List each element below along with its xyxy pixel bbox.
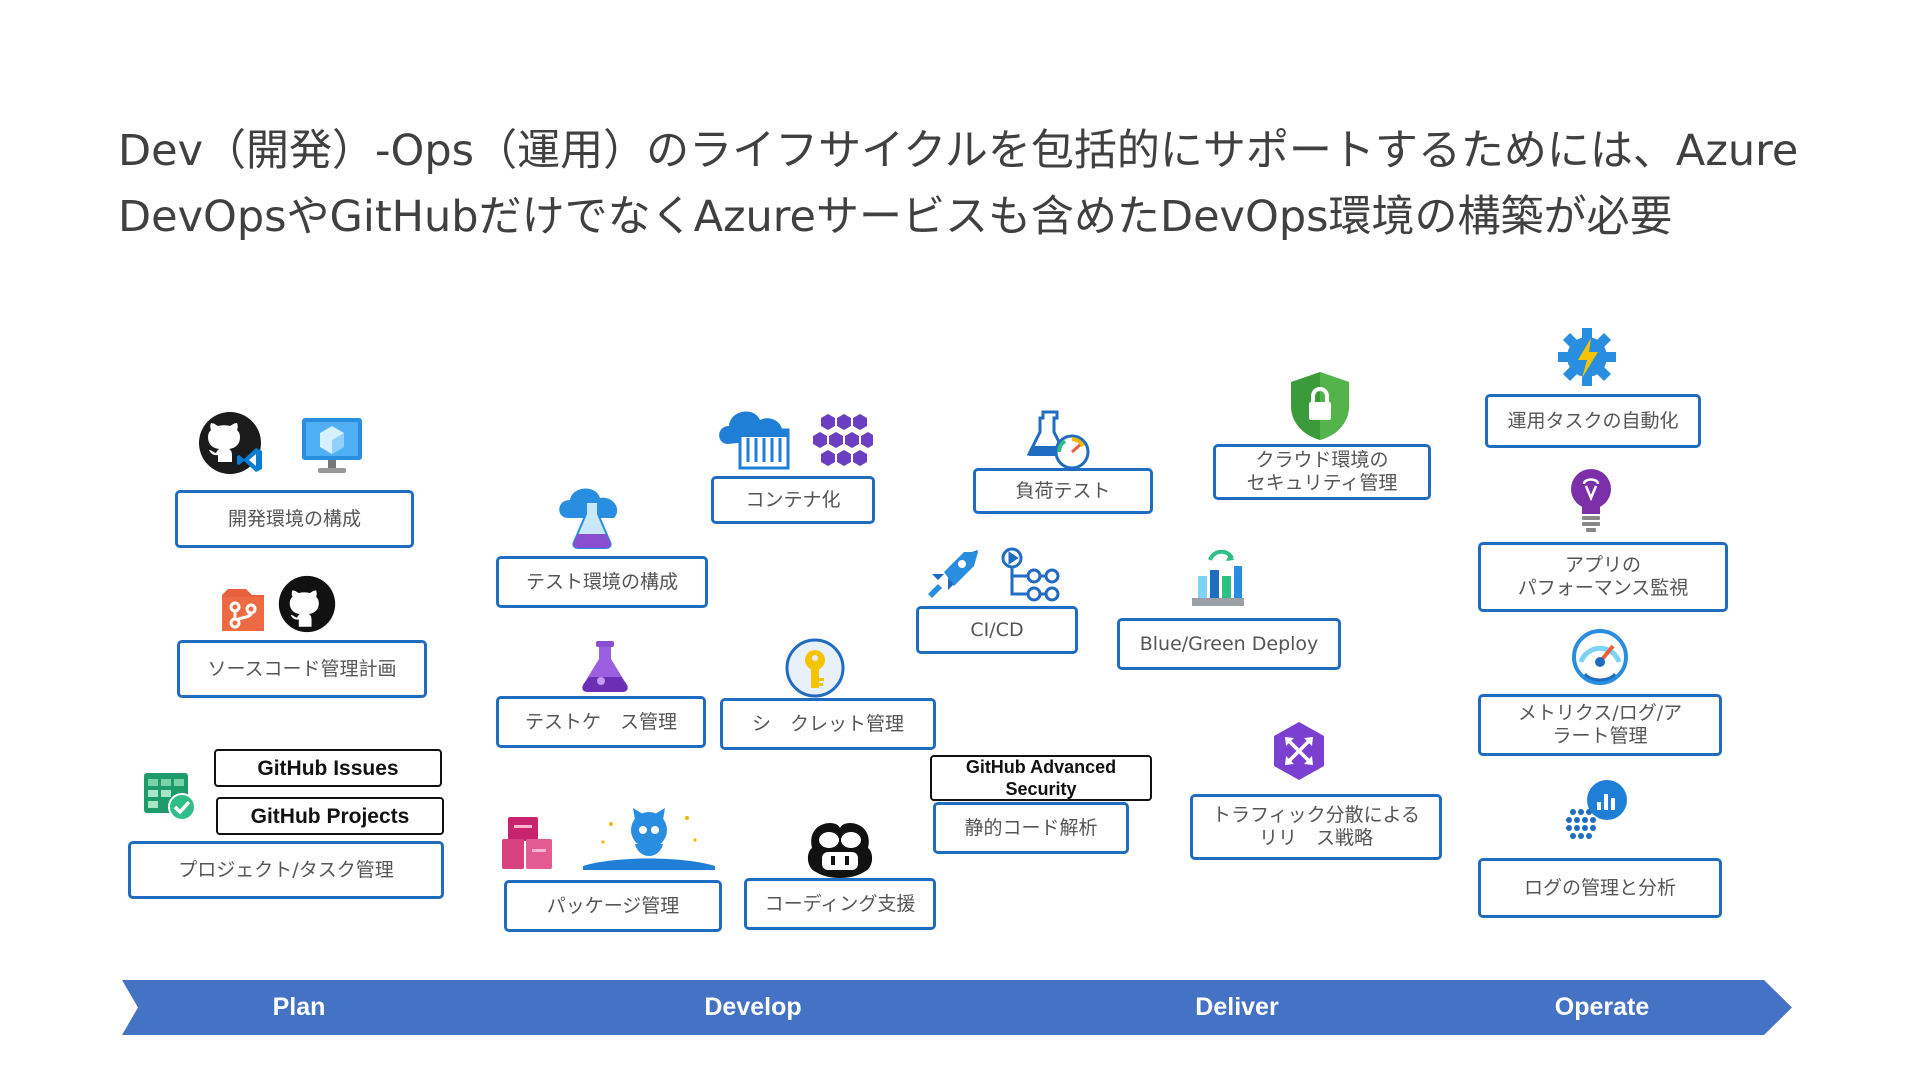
github-copilot-icon [802,818,878,878]
azure-artifacts-icon [500,815,554,871]
phase-develop: Develop [446,980,1060,1035]
blue-green-box: Blue/Green Deploy [1117,618,1341,670]
load-test-box: 負荷テスト [973,468,1153,514]
phase-plan: Plan [122,980,468,1035]
azure-devtest-labs-icon [556,484,624,550]
phase-deliver-label: Deliver [1195,993,1279,1021]
github-projects-label: GitHub Projects [216,797,444,835]
azure-pipelines-icon [924,548,980,598]
phase-develop-label: Develop [704,993,802,1021]
secret-box: シ クレット管理 [720,698,936,750]
test-case-box: テストケ ス管理 [496,696,706,748]
azure-repos-icon [218,585,268,635]
github-issues-label: GitHub Issues [214,749,442,787]
github-octocat-icon [277,574,337,634]
azure-virtual-desktop-icon [300,416,364,476]
container-box: コンテナ化 [711,476,875,524]
github-actions-icon [1000,546,1064,604]
title-line-1: Dev（開発）-Ops（運用）のライフサイクルを包括的にサポートするためには、A… [118,126,1799,176]
source-control-box: ソースコード管理計画 [177,640,427,698]
phase-deliver: Deliver [1043,980,1431,1035]
static-analysis-box: 静的コード解析 [933,802,1129,854]
app-monitor-box: アプリの パフォーマンス監視 [1478,542,1728,612]
defender-shield-icon [1289,370,1351,442]
load-testing-icon [1025,410,1091,472]
cicd-box: CI/CD [916,606,1078,654]
github-advanced-security-label: GitHub Advanced Security [930,755,1152,801]
test-env-box: テスト環境の構成 [496,556,708,608]
phase-operate-label: Operate [1554,993,1650,1021]
phase-operate: Operate [1412,980,1792,1035]
project-task-box: プロジェクト/タスク管理 [128,841,444,899]
test-plans-flask-icon [579,639,631,693]
log-analytics-icon [1563,778,1631,844]
cloud-security-box: クラウド環境の セキュリティ管理 [1213,444,1431,500]
vscode-icon [236,446,264,474]
azure-container-registry-icon [716,404,800,470]
slide-title: Dev（開発）-Ops（運用）のライフサイクルを包括的にサポートするためには、A… [118,118,1838,250]
app-service-deployment-slots-icon [1190,550,1246,608]
kubernetes-icon [812,412,874,468]
ops-automation-box: 運用タスクの自動化 [1485,394,1701,448]
phase-plan-label: Plan [272,993,326,1021]
key-vault-icon [785,638,845,698]
azure-boards-icon [142,771,198,823]
coding-box: コーディング支援 [744,878,936,930]
front-door-icon [1268,720,1330,782]
application-insights-icon [1568,468,1614,534]
metrics-box: メトリクス/ログ/ア ラート管理 [1478,694,1722,756]
logs-box: ログの管理と分析 [1478,858,1722,918]
traffic-box: トラフィック分散による リリ ス戦略 [1190,794,1442,860]
title-line-2: DevOpsやGitHubだけでなくAzureサービスも含めたDevOps環境の… [118,192,1673,242]
github-packages-icon [583,800,715,870]
dev-env-box: 開発環境の構成 [175,490,414,548]
azure-monitor-icon [1571,628,1629,686]
automation-gear-icon [1556,326,1618,388]
package-box: パッケージ管理 [504,880,722,932]
